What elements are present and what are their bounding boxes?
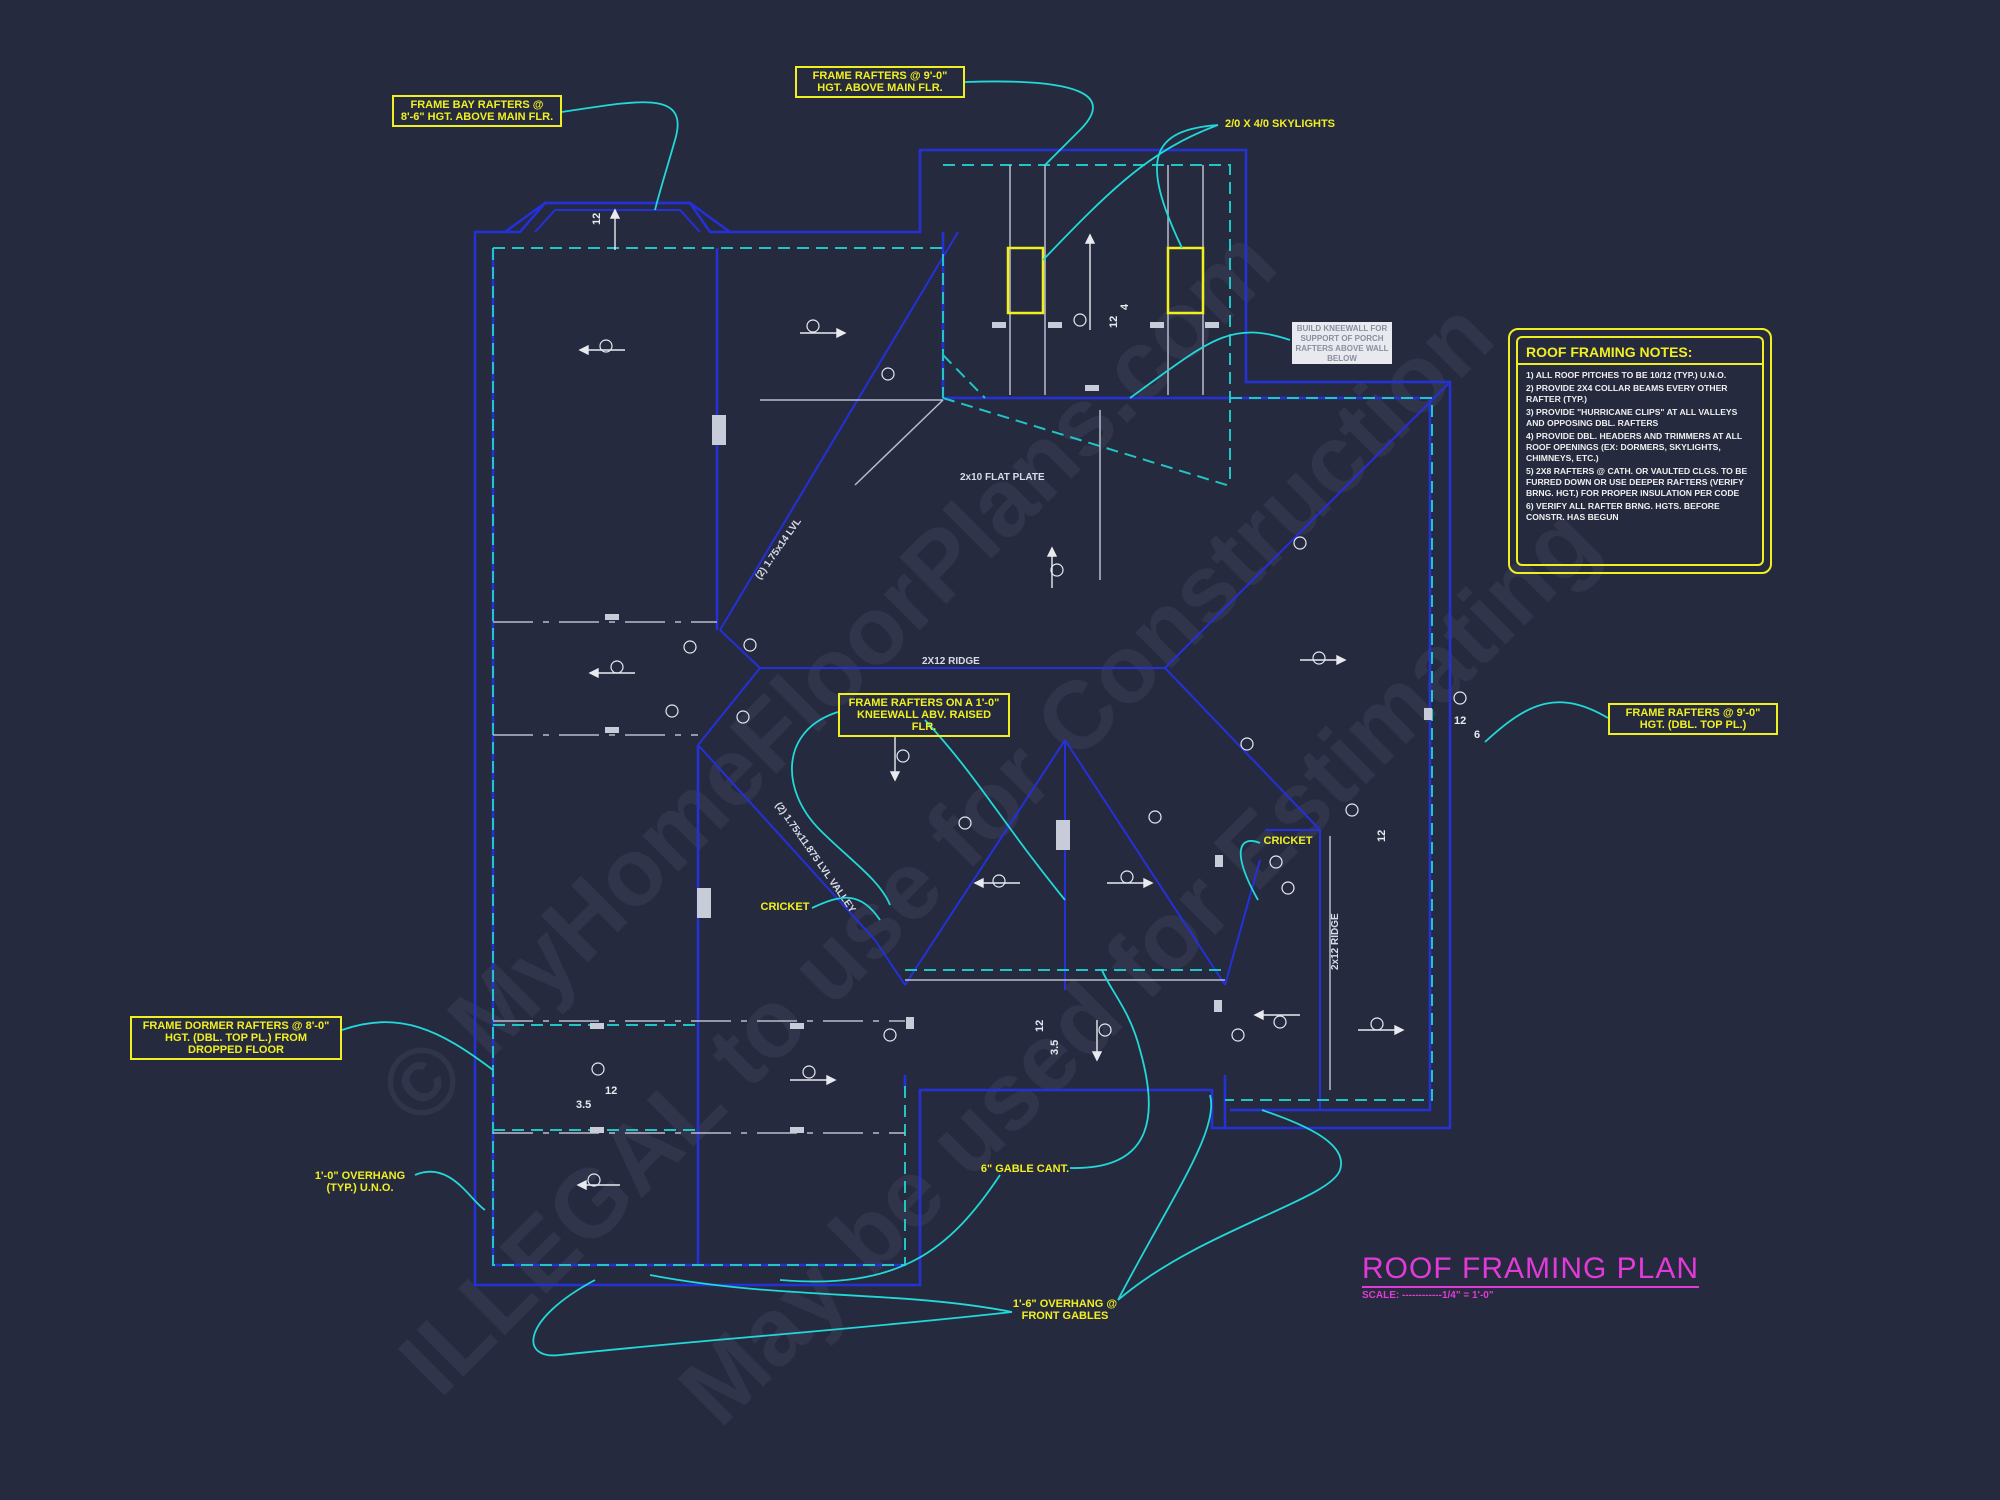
dashed-right bbox=[1225, 397, 1433, 1101]
pitch-12-porch: 12 bbox=[1108, 316, 1120, 328]
front-gable-left bbox=[904, 739, 1066, 986]
note-item: 4) PROVIDE DBL. HEADERS AND TRIMMERS AT … bbox=[1526, 431, 1742, 463]
bay-roof-inner bbox=[534, 209, 701, 233]
right-ridge-label: 2x12 RIDGE bbox=[1330, 913, 1341, 970]
note-item: 6) VERIFY ALL RAFTER BRNG. HGTS. BEFORE … bbox=[1526, 501, 1720, 522]
rafter-arrows bbox=[576, 208, 1405, 1191]
leader-cricket-right bbox=[1239, 840, 1261, 901]
pitch-35-front: 3.5 bbox=[1049, 1040, 1061, 1055]
label-cricket-left: CRICKET bbox=[760, 901, 810, 913]
pitch-35-dormer: 3.5 bbox=[576, 1099, 591, 1111]
pitch-12-wing: 12 bbox=[1376, 830, 1388, 842]
leader-overhang-front-2 bbox=[649, 1274, 1013, 1313]
callout-rafters-9ft-top: FRAME RAFTERS @ 9'-0" HGT. (DBL. TOP PL.… bbox=[1608, 703, 1778, 735]
leader-skylight-right bbox=[1156, 124, 1219, 249]
pitch-6-right: 6 bbox=[1474, 729, 1480, 741]
watermark-line-2: ILLEGAL to use for Construction bbox=[379, 281, 1513, 1415]
leader-overhang-typ bbox=[414, 1170, 486, 1211]
roof-framing-notes: ROOF FRAMING NOTES: 1) ALL ROOF PITCHES … bbox=[1508, 328, 1772, 574]
label-overhang-front: 1'-6" OVERHANG @ FRONT GABLES bbox=[1012, 1298, 1118, 1322]
hip-upper-right bbox=[1164, 381, 1451, 669]
pitch-4-porch: 4 bbox=[1119, 303, 1131, 310]
leader-kneewall-rafters bbox=[791, 711, 891, 906]
leader-lines bbox=[341, 80, 1609, 1357]
front-gable-right bbox=[1064, 739, 1226, 986]
skylight-right bbox=[1166, 246, 1205, 315]
callout-dormer-rafters: FRAME DORMER RAFTERS @ 8'-0" HGT. (DBL. … bbox=[130, 1016, 342, 1060]
leader-skylight-left bbox=[1042, 124, 1219, 261]
drawing-scale: SCALE: ------------1/4" = 1'-0" bbox=[1362, 1290, 1494, 1301]
leader-cricket-left bbox=[811, 896, 881, 921]
callout-rafters-9ft-main: FRAME RAFTERS @ 9'-0" HGT. ABOVE MAIN FL… bbox=[795, 66, 965, 98]
leader-rafters-top bbox=[1484, 701, 1609, 743]
bay-roof bbox=[504, 201, 731, 234]
callout-rafters-kneewall: FRAME RAFTERS ON A 1'-0" KNEEWALL ABV. R… bbox=[838, 693, 1010, 737]
main-ridge-label: 2X12 RIDGE bbox=[922, 656, 980, 667]
notes-title: ROOF FRAMING NOTES: bbox=[1518, 344, 1762, 365]
leader-overhang-front-3 bbox=[1117, 1109, 1342, 1301]
pitch-12-front: 12 bbox=[1034, 1020, 1046, 1032]
leader-kneewall-rafters-2 bbox=[924, 719, 1066, 901]
leader-gable-cant bbox=[1069, 969, 1150, 1169]
rafter-tags bbox=[587, 313, 1467, 1187]
valley-lower-left bbox=[697, 667, 761, 746]
dashed-upper-flat bbox=[942, 397, 1231, 487]
skylight-left bbox=[1006, 246, 1045, 315]
label-overhang-typ: 1'-0" OVERHANG (TYP.) U.N.O. bbox=[314, 1170, 406, 1194]
pitch-12-dormer: 12 bbox=[605, 1085, 617, 1097]
note-item: 1) ALL ROOF PITCHES TO BE 10/12 (TYP.) U… bbox=[1526, 370, 1727, 380]
label-cricket-right: CRICKET bbox=[1263, 835, 1313, 847]
hanger-tags bbox=[590, 322, 1432, 1133]
flat-plate-diag bbox=[854, 399, 944, 486]
pitch-12-right: 12 bbox=[1454, 715, 1466, 727]
note-item: 5) 2x8 RAFTERS @ CATH. OR VAULTED CLGS. … bbox=[1526, 466, 1748, 498]
lvl-upper-label: (2) 1.75x14 LVL bbox=[753, 516, 803, 581]
note-build-kneewall: BUILD KNEEWALL FOR SUPPORT OF PORCH RAFT… bbox=[1292, 322, 1392, 364]
hip-upper-left bbox=[719, 231, 959, 631]
flat-plate-label: 2x10 FLAT PLATE bbox=[960, 472, 1045, 483]
cricket-left bbox=[874, 939, 906, 986]
hip-lower-right bbox=[1164, 667, 1321, 831]
leader-dormer bbox=[341, 1021, 494, 1071]
dashed-upper-porch-inner bbox=[942, 354, 986, 399]
cricket-right bbox=[1224, 859, 1261, 986]
drawing-title: ROOF FRAMING PLAN bbox=[1362, 1252, 1700, 1288]
leader-rafters-main bbox=[964, 80, 1094, 166]
callout-bay-rafters: FRAME BAY RAFTERS @ 8'-6" HGT. ABOVE MAI… bbox=[392, 95, 562, 127]
leader-overhang-front-5 bbox=[779, 1174, 1001, 1283]
label-gable-cant: 6" GABLE CANT. bbox=[980, 1163, 1070, 1175]
dashed-left-outer bbox=[492, 248, 906, 1266]
valley-left-long bbox=[697, 744, 876, 941]
label-skylights: 2/0 x 4/0 SKYLIGHTS bbox=[1224, 118, 1336, 130]
note-item: 2) PROVIDE 2x4 COLLAR BEAMS EVERY OTHER … bbox=[1526, 383, 1728, 404]
leader-kneewall bbox=[1129, 331, 1291, 399]
hip-ridge-left bbox=[719, 629, 761, 669]
leader-overhang-front-1 bbox=[532, 1279, 1013, 1357]
hip-and-valley-lines bbox=[534, 209, 1451, 1110]
skylights bbox=[1006, 246, 1205, 315]
note-item: 3) PROVIDE "HURRICANE CLIPS" AT ALL VALL… bbox=[1526, 407, 1738, 428]
leader-bay bbox=[561, 101, 679, 211]
leader-overhang-front-4 bbox=[1117, 1094, 1213, 1301]
dashed-upper-porch bbox=[943, 164, 1231, 486]
notes-inner-border: ROOF FRAMING NOTES: 1) ALL ROOF PITCHES … bbox=[1516, 336, 1764, 566]
pitch-12-bay: 12 bbox=[591, 213, 603, 225]
pitch-symbols: 12 12 4 12 6 12 12 3.5 12 3.5 bbox=[576, 213, 1480, 1111]
